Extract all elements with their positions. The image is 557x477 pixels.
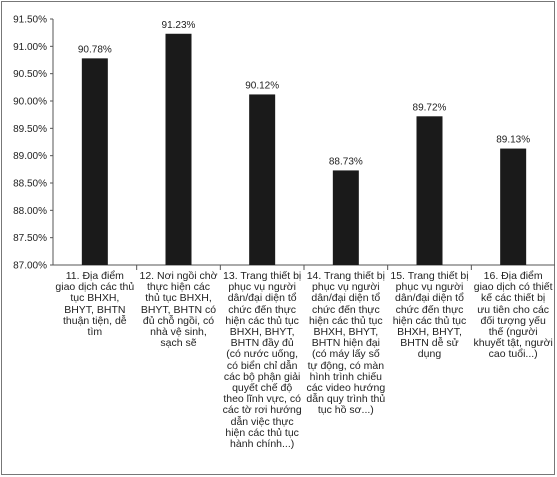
data-label: 89.13%	[496, 135, 530, 146]
data-label: 91.23%	[162, 20, 196, 31]
y-tick-label: 89.00%	[13, 151, 47, 162]
data-label: 90.12%	[245, 80, 279, 91]
data-label: 88.73%	[329, 156, 363, 167]
y-tick-label: 89.50%	[13, 124, 47, 135]
y-tick-label: 90.00%	[13, 97, 47, 108]
data-label: 90.78%	[78, 44, 112, 55]
data-label: 89.72%	[413, 102, 447, 113]
bar	[416, 116, 443, 265]
bar	[249, 94, 276, 265]
x-category-label: 15. Trang thiết bị phục vụ người dân/đại…	[390, 270, 469, 361]
bar	[165, 33, 192, 265]
y-tick-label: 91.00%	[13, 42, 47, 53]
y-tick-label: 87.50%	[13, 233, 47, 244]
y-tick-label: 87.00%	[13, 261, 47, 272]
bar	[332, 170, 359, 265]
bar	[500, 148, 527, 265]
x-category-label: 11. Địa điểm giao dịch các thủ tục BHXH,…	[55, 270, 135, 339]
y-tick-label: 88.50%	[13, 179, 47, 190]
y-tick-label: 91.50%	[13, 15, 47, 26]
x-category-label: 13. Trang thiết bị phục vụ người dân/đại…	[222, 270, 302, 451]
x-category-label: 14. Trang thiết bị phục vụ người dân/đại…	[306, 270, 386, 417]
x-category-label: 12. Nơi ngồi chờ thực hiện các thủ tục B…	[139, 270, 218, 350]
y-tick-label: 88.00%	[13, 206, 47, 217]
y-tick-label: 90.50%	[13, 69, 47, 80]
x-category-label: 16. Địa điểm giao dịch có thiết kế các t…	[473, 270, 553, 361]
bar	[81, 58, 108, 265]
